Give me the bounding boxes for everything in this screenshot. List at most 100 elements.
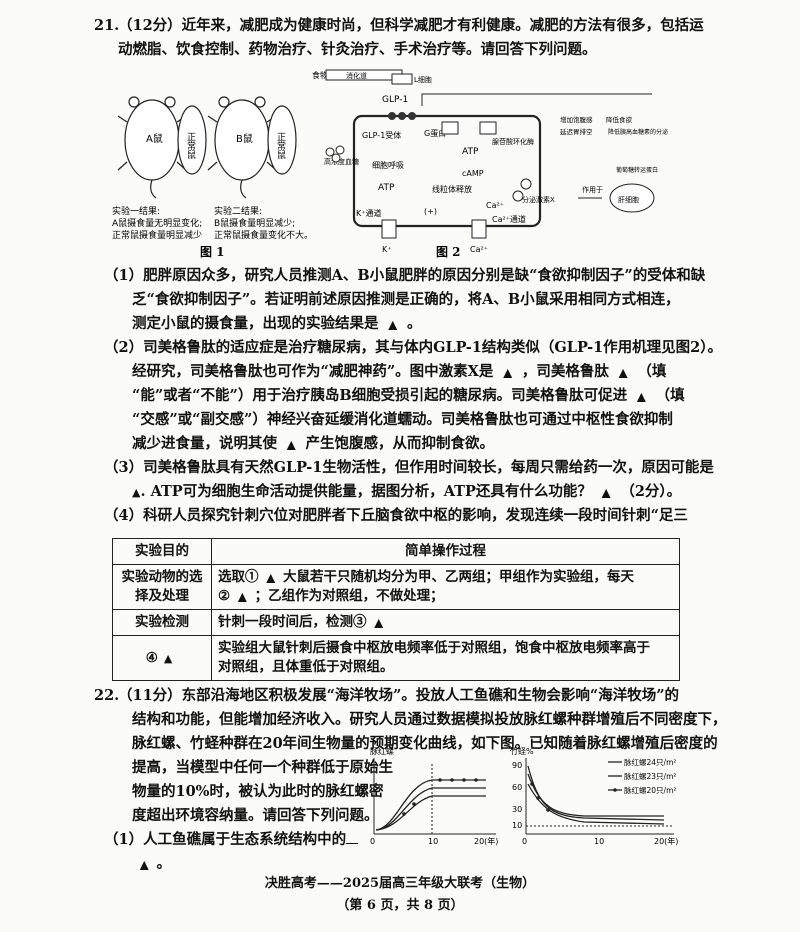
q22-line2: 结构和功能，但能增加经济收入。研究人员通过数据模拟投放脉红螺种群增殖后不同密度下…	[132, 711, 727, 728]
glp1-label: GLP-1	[382, 95, 408, 105]
chart-razor-clam-biomass: 竹蛏% 90 60 30 10 脉红螺24只/m² 脉红螺23只/m² 脉红螺2…	[510, 746, 678, 846]
q22-line1: （11分）东部沿海地区积极发展“海洋牧场”。投放人工鱼礁和生物会影响“海洋牧场”…	[118, 687, 680, 704]
answer-blank[interactable]: ▲	[618, 366, 628, 379]
normal-mouse-label-a: 正常鼠	[185, 132, 196, 160]
atp-label-2: ATP	[378, 183, 395, 193]
figure-1-mice: A鼠 正常鼠 B鼠 正常鼠 实验一结果: A鼠摄食量无明显变化; 正常鼠摄食量明…	[112, 96, 312, 259]
answer-blank[interactable]: ▲	[238, 590, 247, 603]
q21-part2-line5: 减少进食量，说明其使▲产生饱腹感，从而抑制食欲。	[132, 435, 494, 452]
chart-left-ylabel: 脉红螺	[370, 746, 394, 756]
q21-part3-line2: ▲. ATP可为细胞生命活动提供能量，据图分析，ATP还具有什么功能？▲（2分）…	[132, 483, 682, 500]
liver-cell-label: 肝细胞	[618, 195, 639, 204]
potassium-ion: K⁺	[382, 245, 391, 254]
table-row-label-detection: 实验检测	[112, 609, 212, 636]
secrete-hormone-x-label: 分泌激素X	[522, 195, 555, 204]
k-channel-label: K⁺通道	[356, 208, 381, 218]
normal-mouse-label-b: 正常鼠	[275, 132, 286, 160]
result-1-line2: 正常鼠摄食量明显减少	[112, 229, 202, 241]
chart-right-x0: 0	[522, 837, 527, 846]
answer-blank[interactable]: ▲	[503, 366, 512, 379]
digestive-tract-label: 消化道	[346, 71, 367, 80]
glucose-label: 高浓度血糖	[324, 157, 359, 166]
mouse-a-icon	[117, 96, 187, 199]
answer-blank[interactable]: ▲	[637, 390, 646, 403]
answer-blank[interactable]: ▲	[388, 318, 397, 331]
experiment-table: 实验目的 简单操作过程 实验动物的选择及处理 选取①▲大鼠若干只随机均分为甲、乙…	[112, 538, 680, 681]
plus-sign-1: (+)	[424, 207, 437, 216]
result-2-line2: 正常鼠摄食量变化不大。	[214, 229, 312, 241]
pancreatic-b-cell	[352, 114, 542, 228]
chart-right-ylabel: 竹蛏%	[510, 746, 534, 756]
effect-glucagon-label: 降低胰高血糖素的分泌	[608, 128, 668, 136]
q21-part2-line4: “交感”或“副交感”）神经兴奋延缓消化道蠕动。司美格鲁肽也可通过中枢性食欲抑制	[132, 411, 673, 428]
question-number: 22.	[94, 687, 120, 704]
glp1-receptor-label: GLP-1受体	[362, 130, 401, 140]
figure-1-caption: 图 1	[200, 245, 225, 259]
q22-line5: 物量的10%时，被认为此时的脉红螺密	[132, 783, 384, 800]
calcium-ion-outside: Ca²⁺	[470, 245, 488, 254]
chart-right-tick-90: 90	[512, 761, 522, 770]
normal-mouse-a-icon	[177, 105, 207, 175]
acts-on-label: 作用于	[582, 185, 603, 194]
q21-part1-line3: 测定小鼠的摄食量，出现的实验结果是▲。	[132, 315, 422, 332]
chart-left-x1: 10	[428, 837, 438, 846]
mouse-b-icon	[207, 96, 277, 199]
chart-right-tick-30: 30	[512, 805, 522, 814]
glucose-transporter-label: 葡萄糖转运蛋白	[616, 166, 658, 174]
chart-right-x2: 20(年)	[654, 836, 678, 846]
table-row-selection: 选取①▲大鼠若干只随机均分为甲、乙两组；甲组作为实验组，每天 ②▲；乙组作为对照…	[211, 564, 680, 610]
answer-blank[interactable]: ▲	[374, 616, 383, 629]
table-row-detection: 针刺一段时间后，检测③▲	[211, 609, 680, 636]
figure-2-glp1-mechanism: 食物 消化道 L细胞 GLP-1 GLP-1受体 G蛋白 腺苷酸环化酶 ATP …	[312, 69, 668, 259]
atp-label-1: ATP	[462, 147, 479, 157]
chart-right-x1: 10	[594, 837, 604, 846]
q21-intro-line2: 动燃脂、饮食控制、药物治疗、针灸治疗、手术治疗等。请回答下列问题。	[118, 41, 597, 58]
answer-blank[interactable]: ▲	[266, 571, 275, 584]
l-cell-label: L细胞	[414, 75, 432, 84]
table-row-label-selection: 实验动物的选择及处理	[112, 564, 212, 610]
table-row-result: 实验组大鼠针刺后摄食中枢放电频率低于对照组，饱食中枢放电频率高于对照组，且体重低…	[211, 635, 680, 681]
answer-blank[interactable]: ▲	[163, 651, 173, 665]
ca-channel-label: Ca²⁺通道	[492, 214, 526, 224]
legend-item-24: 脉红螺24只/m²	[624, 757, 676, 767]
table-row-label-result: ④▲	[112, 635, 212, 681]
q22-part1-line1: （1）人工鱼礁属于生态系统结构中的	[104, 830, 359, 850]
effect-satiety-label: 增加饱腹感	[560, 115, 593, 124]
q22-line6: 度超出环境容纳量。请回答下列问题。	[132, 807, 379, 824]
calcium-ion-inside: Ca²⁺	[486, 201, 504, 210]
footer-title: 决胜高考——2025届高三年级大联考（生物）	[264, 876, 536, 891]
camp-label: cAMP	[462, 169, 484, 178]
legend-item-20: 脉红螺20只/m²	[624, 785, 676, 795]
chart-mussel-biomass: 脉红螺 0 10 20(年)	[370, 746, 498, 846]
chart-left-x2: 20(年)	[474, 836, 498, 846]
table-header-purpose: 实验目的	[112, 538, 212, 565]
result-1-line1: A鼠摄食量无明显变化;	[112, 217, 202, 229]
mouse-a-label: A鼠	[146, 132, 163, 145]
result-2-title: 实验二结果:	[214, 205, 262, 217]
effect-appetite-label: 降低食欲	[606, 115, 633, 124]
answer-blank[interactable]: ▲	[132, 486, 141, 499]
q21-part2-line1: （2）司美格鲁肽的适应症是治疗糖尿病，其与体内GLP-1结构类似（GLP-1作用…	[104, 339, 723, 356]
q21-part2-line2: 经研究，司美格鲁肽也可作为“减肥神药”。图中激素X是▲，司美格鲁肽▲（填	[132, 363, 667, 380]
q22-line3: 脉红螺、竹蛏种群在20年间生物量的预期变化曲线，如下图。已知随着脉红螺增殖后密度…	[132, 735, 718, 752]
effect-gastric-delay-label: 延迟胃排空	[560, 127, 593, 136]
mitochondria-release-label: 线粒体释放	[432, 184, 472, 194]
answer-blank[interactable]: ▲	[601, 486, 611, 499]
q21-part1-line1: （1）肥胖原因众多，研究人员推测A、B小鼠肥胖的原因分别是缺“食欲抑制因子”的受…	[104, 267, 706, 284]
table-header-procedure: 简单操作过程	[211, 538, 680, 565]
g-protein-label: G蛋白	[424, 128, 446, 138]
adenylate-cyclase-label: 腺苷酸环化酶	[492, 137, 534, 146]
chart-right-tick-60: 60	[512, 783, 522, 792]
answer-blank[interactable]: ▲	[287, 438, 296, 451]
q21-part2-line3: “能”或者“不能”）用于治疗胰岛B细胞受损引起的糖尿病。司美格鲁肽可促进▲（填	[132, 387, 685, 404]
mouse-b-label: B鼠	[236, 132, 253, 145]
footer-page-number: （第 6 页，共 8 页）	[336, 898, 464, 913]
result-1-title: 实验一结果:	[112, 205, 160, 217]
q22-line4: 提高，当模型中任何一个种群低于原始生	[132, 759, 393, 776]
q21-intro-line1: （12分）近年来，减肥成为健康时尚，但科学减肥才有利健康。减肥的方法有很多，包括…	[118, 17, 704, 34]
answer-blank[interactable]: ▲	[140, 858, 149, 871]
figure-2-caption: 图 2	[436, 245, 461, 259]
q22-part1-line2: ▲。	[132, 854, 171, 875]
q21-part1-line2: 乏“食欲抑制因子”。若证明前述原因推测是正确的，将A、B小鼠采用相同方式相连，	[132, 291, 680, 308]
